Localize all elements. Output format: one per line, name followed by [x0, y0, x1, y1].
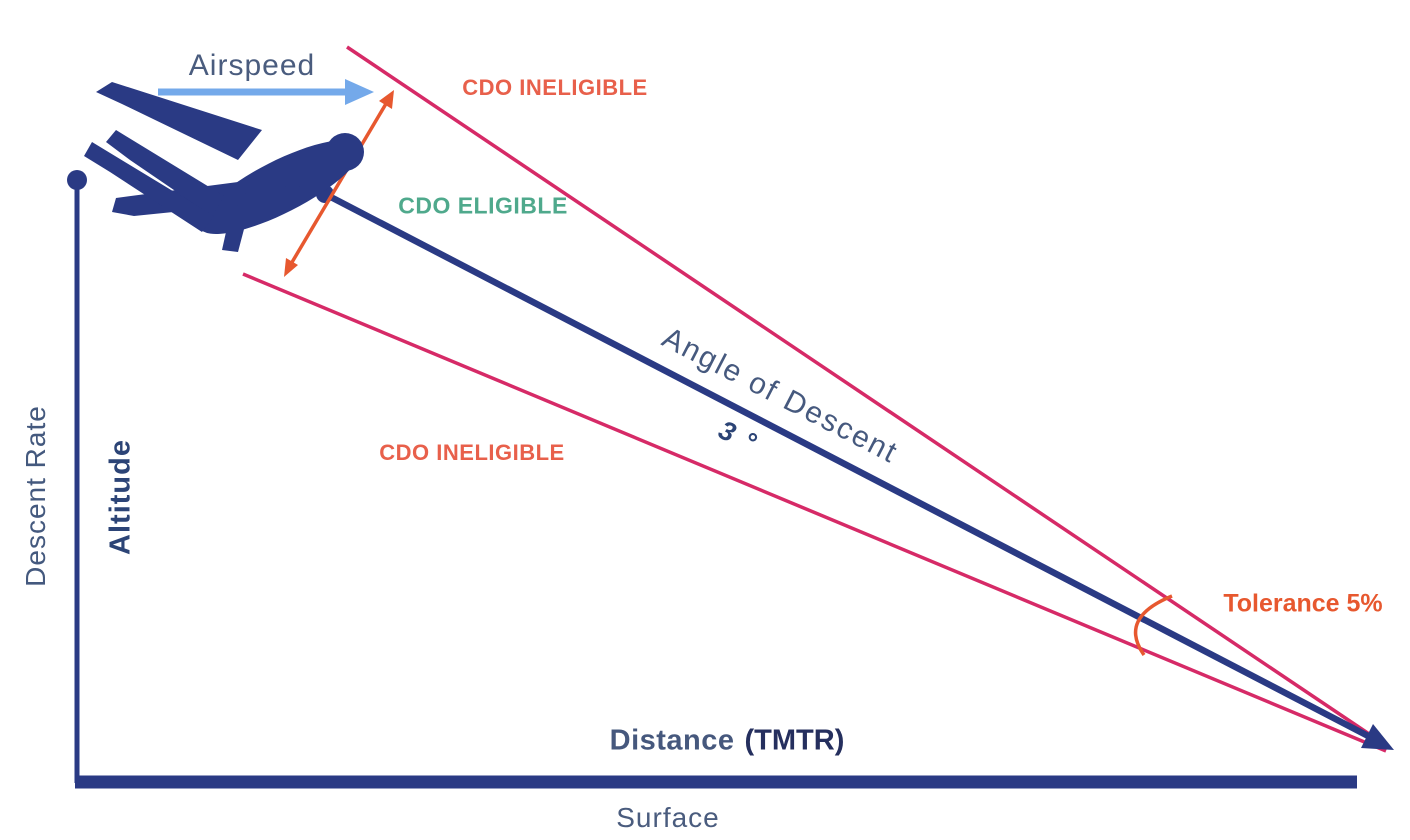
lower-tolerance-line [242, 272, 1387, 753]
cdo-eligible-label: CDO ELIGIBLE [398, 192, 568, 219]
altitude-axis-label: Altitude [104, 439, 137, 555]
cdo-ineligible-bottom-label: CDO INELIGIBLE [379, 440, 565, 465]
distance-text: Distance [609, 724, 735, 757]
cdo-ineligible-top-label: CDO INELIGIBLE [462, 75, 648, 100]
tolerance-span-arrow-icon [284, 90, 394, 277]
surface-label: Surface [616, 802, 720, 833]
distance-axis-label: Distance (TMTR) [609, 724, 845, 757]
descent-rate-axis-label: Descent Rate [20, 405, 51, 587]
descent-path-line [323, 191, 1374, 741]
descent-arrowhead-icon [1361, 724, 1394, 750]
upper-tolerance-line [346, 45, 1385, 746]
airplane-icon [84, 82, 364, 252]
airspeed-label: Airspeed [188, 49, 316, 82]
tolerance-arc-icon [1133, 594, 1173, 657]
airspeed-arrow-icon [158, 79, 374, 105]
tolerance-label: Tolerance 5% [1223, 589, 1383, 618]
distance-unit-text: (TMTR) [744, 724, 845, 757]
